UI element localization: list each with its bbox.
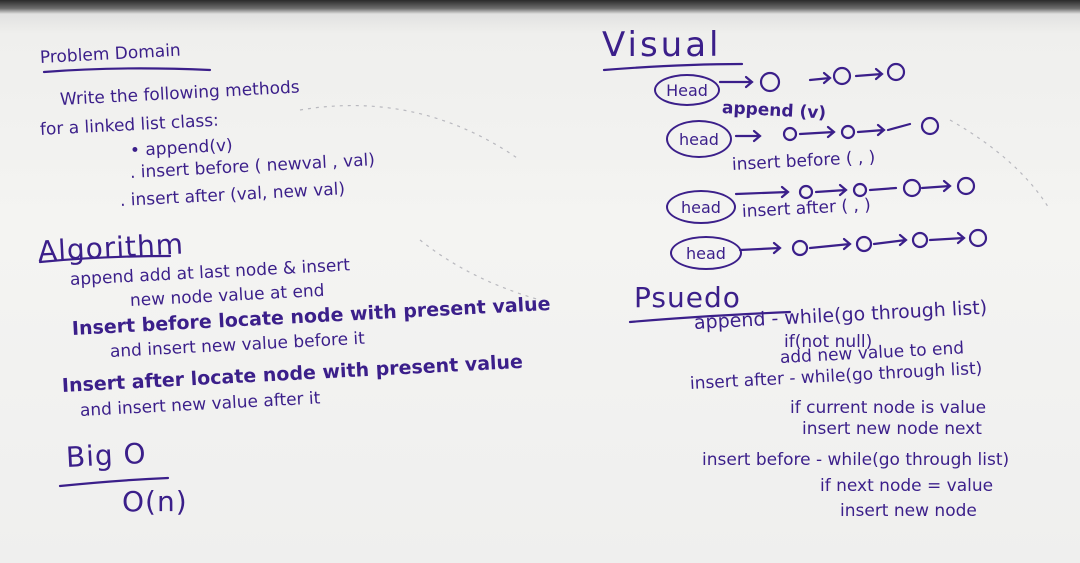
pseudo-title: Psuedo (634, 281, 741, 314)
pseudo-line-6: insert new node next (802, 419, 982, 439)
pseudo-line-9: insert new node (840, 501, 977, 521)
head-node-2: head (666, 120, 732, 158)
pseudo-line-7: insert before - while(go through list) (702, 450, 1010, 470)
pseudo-line-5: if current node is value (790, 398, 987, 418)
big-o-title: Big O (65, 436, 148, 474)
head-node-4: head (670, 236, 742, 270)
whiteboard-frame-top (0, 0, 1080, 14)
head-node-1: Head (654, 74, 720, 106)
algorithm-title: Algorithm (37, 227, 185, 268)
visual-title: Visual (602, 25, 722, 65)
pseudo-line-2: if(not null) (784, 332, 873, 352)
head-node-3: head (666, 190, 736, 224)
pseudo-line-8: if next node = value (820, 476, 994, 496)
big-o-value: O(n) (122, 485, 188, 518)
